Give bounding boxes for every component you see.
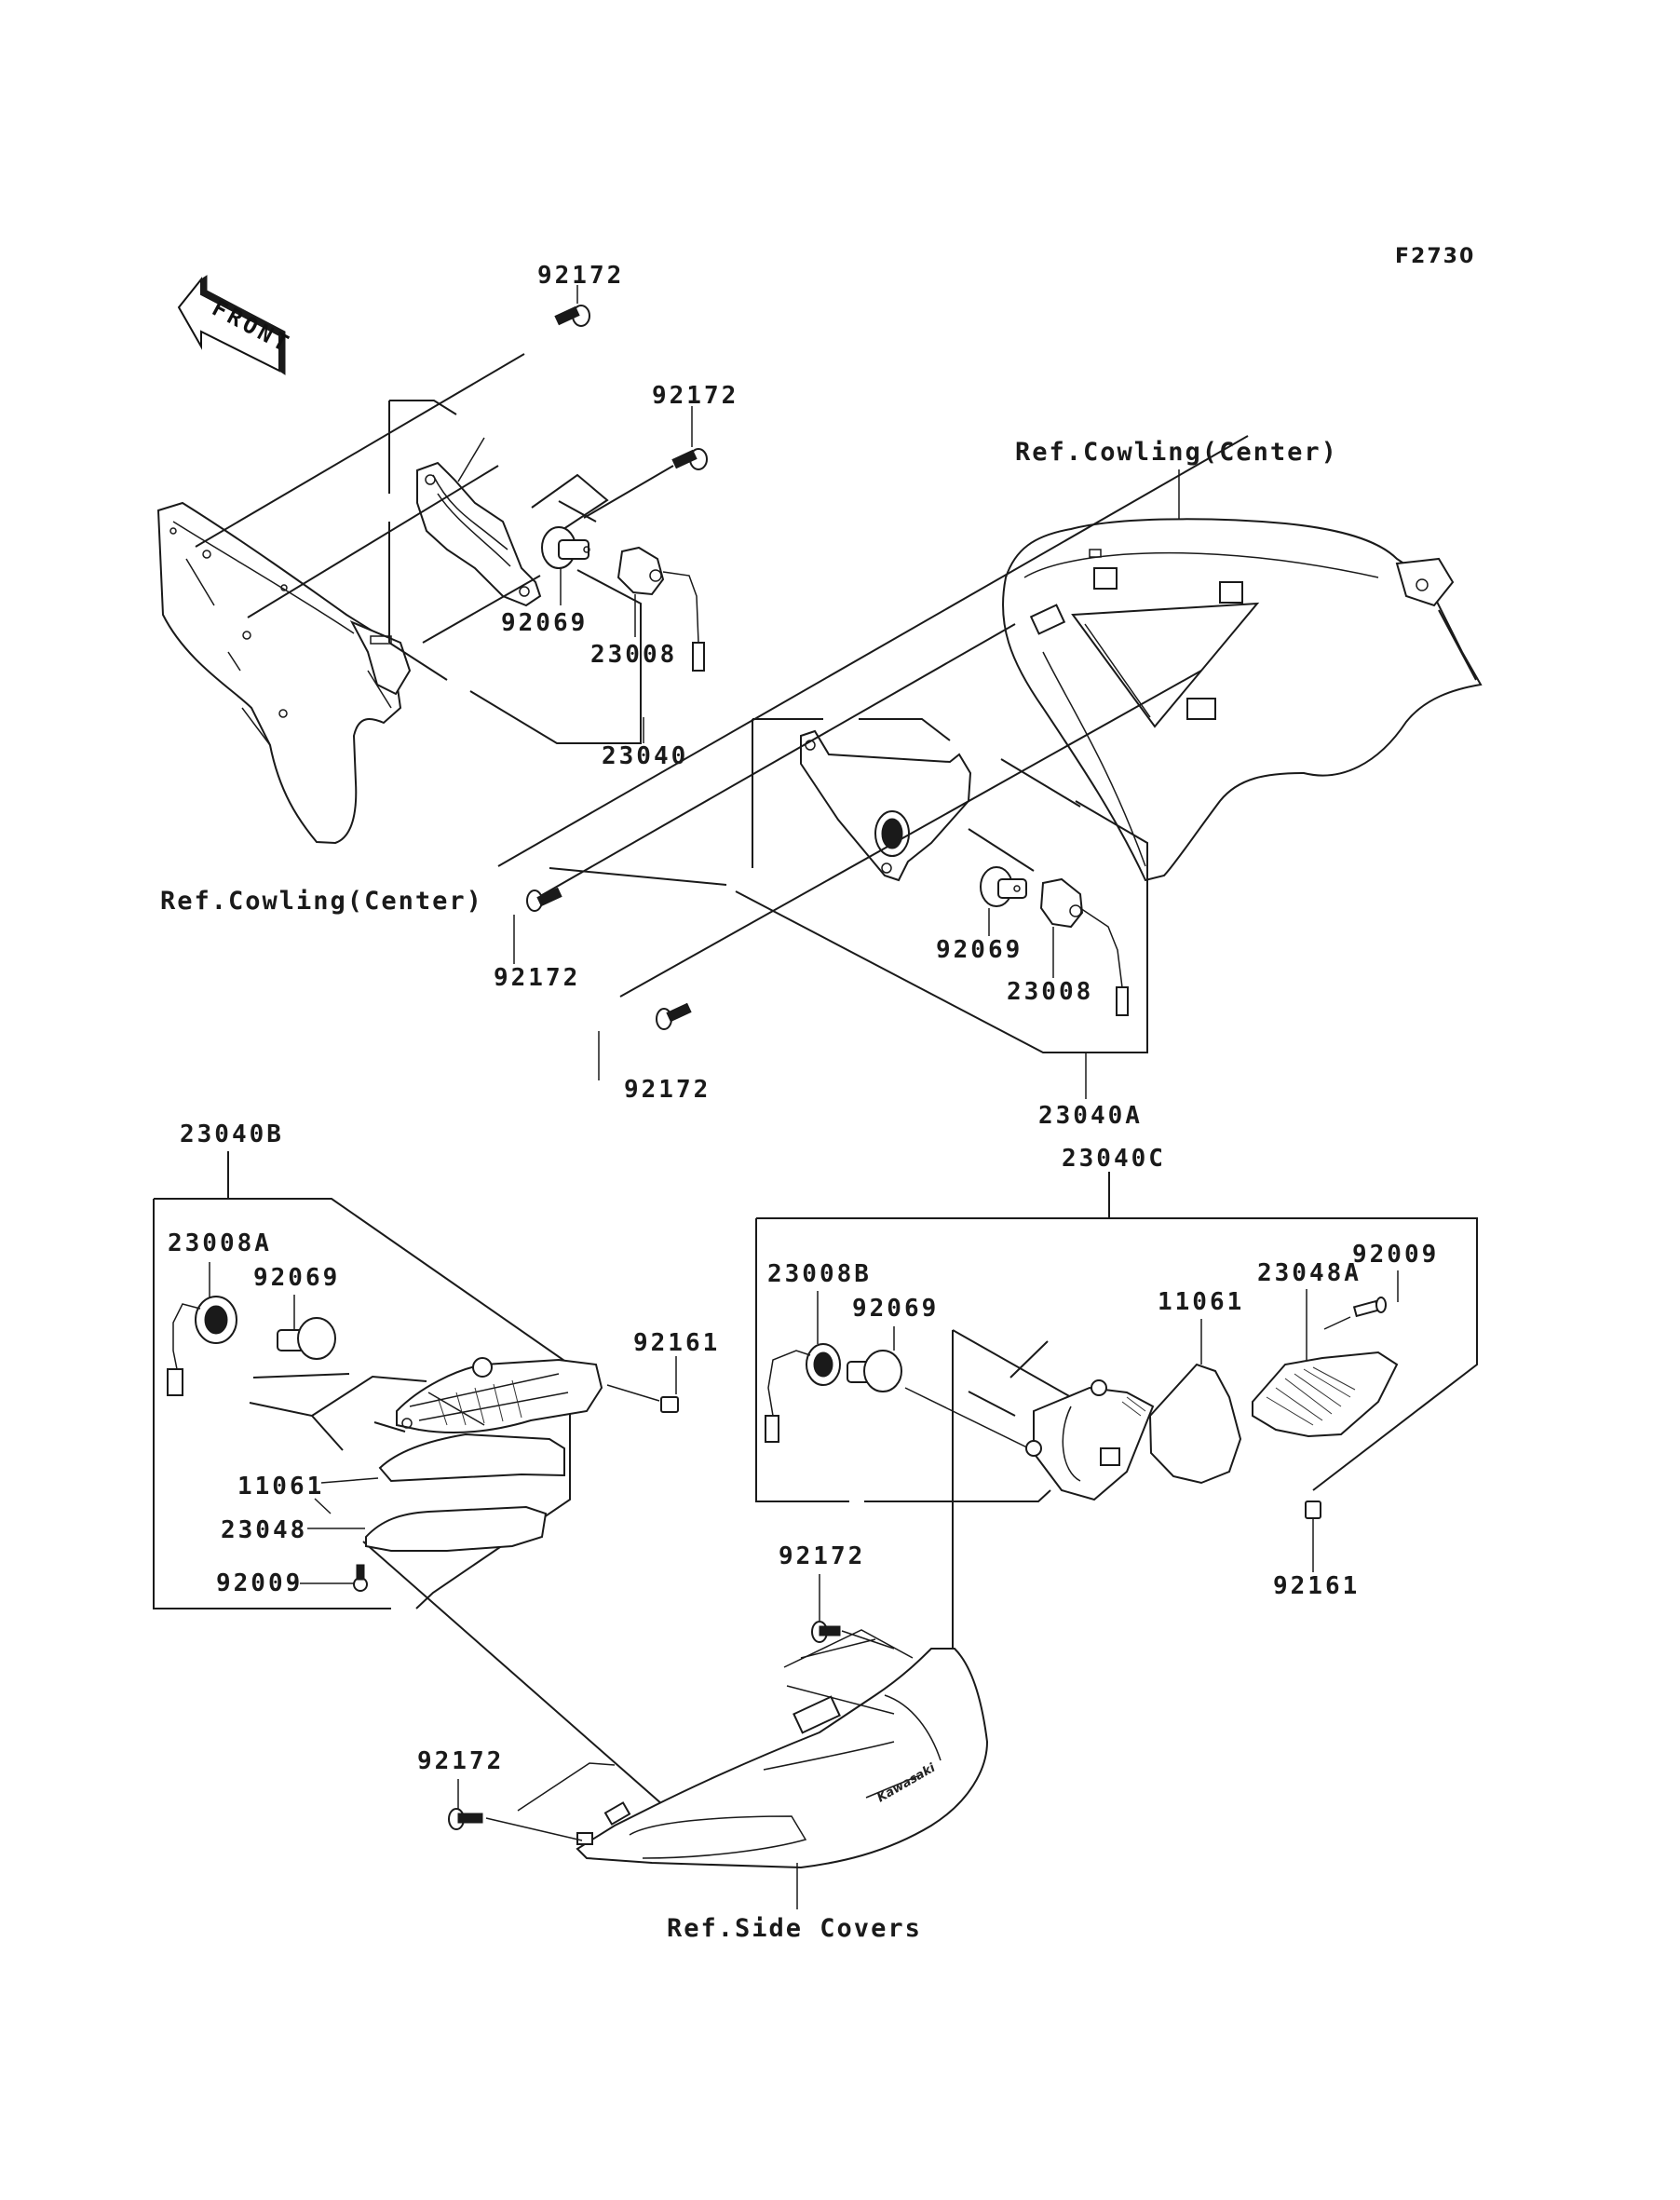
- gasket-11061-icon: [378, 1433, 565, 1483]
- part-label-23008a: 23008A: [168, 1229, 272, 1257]
- part-label-92069: 92069: [253, 1264, 340, 1292]
- front-left-turn-signal: [416, 437, 542, 607]
- socket-23008-icon: [616, 546, 705, 672]
- ref-cowling-center-top: Ref.Cowling(Center): [1015, 438, 1338, 467]
- ref-cowling-center-left: Ref.Cowling(Center): [160, 887, 483, 916]
- part-label-23008: 23008: [590, 641, 677, 669]
- part-label-92069: 92069: [501, 609, 588, 637]
- part-label-23048: 23048: [221, 1516, 307, 1544]
- part-label-92069: 92069: [936, 936, 1023, 964]
- screw-92009-icon: [353, 1564, 368, 1592]
- center-cowling-drawing: [1002, 518, 1483, 882]
- part-label-23008b: 23008B: [767, 1260, 872, 1288]
- assembly-bracket-23040: [195, 353, 674, 744]
- assembly-label-23040c: 23040C: [1062, 1145, 1166, 1173]
- lens-23048-icon: [365, 1505, 548, 1552]
- part-label-11061: 11061: [1158, 1288, 1244, 1316]
- damper-92161-icon: [660, 1396, 679, 1413]
- assembly-bracket-23040b: [153, 1151, 671, 1813]
- part-label-92172: 92172: [624, 1076, 711, 1104]
- part-label-92161: 92161: [633, 1329, 720, 1357]
- part-label-92009: 92009: [216, 1569, 303, 1597]
- part-label-92172: 92172: [494, 964, 580, 992]
- part-label-92161: 92161: [1273, 1572, 1360, 1600]
- screw-92172-icon: [448, 1808, 483, 1830]
- bulb-92069-icon: [277, 1317, 336, 1360]
- side-covers-drawing: Kawasaki: [576, 1638, 989, 1869]
- screw-92172-icon: [811, 1621, 841, 1643]
- assembly-bracket-23040c: [755, 1172, 1478, 1653]
- screw-92009-icon: [1352, 1297, 1387, 1318]
- screw-92172-icon: [671, 448, 708, 470]
- bulb-92069-icon: [847, 1350, 902, 1392]
- part-label-23048a: 23048A: [1257, 1259, 1362, 1287]
- assembly-label-23040: 23040: [602, 742, 688, 770]
- part-label-92172: 92172: [537, 262, 624, 290]
- part-label-92069: 92069: [852, 1295, 939, 1323]
- front-arrow-icon: FRONT: [177, 275, 296, 375]
- figure-code: F2730: [1395, 245, 1475, 268]
- bulb-92069-icon: [980, 866, 1027, 907]
- ref-side-covers: Ref.Side Covers: [667, 1914, 922, 1943]
- gasket-11061-icon: [1148, 1363, 1242, 1485]
- part-label-92172: 92172: [417, 1747, 504, 1775]
- damper-92161-icon: [1305, 1501, 1321, 1519]
- bulb-92069-icon: [541, 526, 590, 569]
- part-label-11061: 11061: [237, 1473, 324, 1501]
- screw-92172-icon: [554, 305, 590, 327]
- screw-92172-icon: [656, 1002, 692, 1030]
- screw-92172-icon: [526, 887, 562, 912]
- part-label-92172: 92172: [652, 382, 738, 410]
- socket-23008a-icon: [167, 1296, 237, 1396]
- socket-23008-icon: [1039, 877, 1129, 1016]
- part-label-92172: 92172: [779, 1542, 865, 1570]
- assembly-label-23040a: 23040A: [1038, 1102, 1143, 1130]
- lens-23048a-icon: [1252, 1351, 1399, 1438]
- socket-23008b-icon: [765, 1343, 841, 1443]
- left-cowling-drawing: [156, 501, 412, 845]
- front-right-turn-signal: [800, 729, 972, 882]
- part-label-92009: 92009: [1352, 1241, 1439, 1269]
- assembly-bracket-23040a: [497, 435, 1249, 1053]
- assembly-label-23040b: 23040B: [180, 1120, 284, 1148]
- part-label-23008: 23008: [1007, 978, 1093, 1006]
- rear-right-turn-signal: [1025, 1379, 1155, 1501]
- rear-left-turn-signal: [396, 1357, 603, 1433]
